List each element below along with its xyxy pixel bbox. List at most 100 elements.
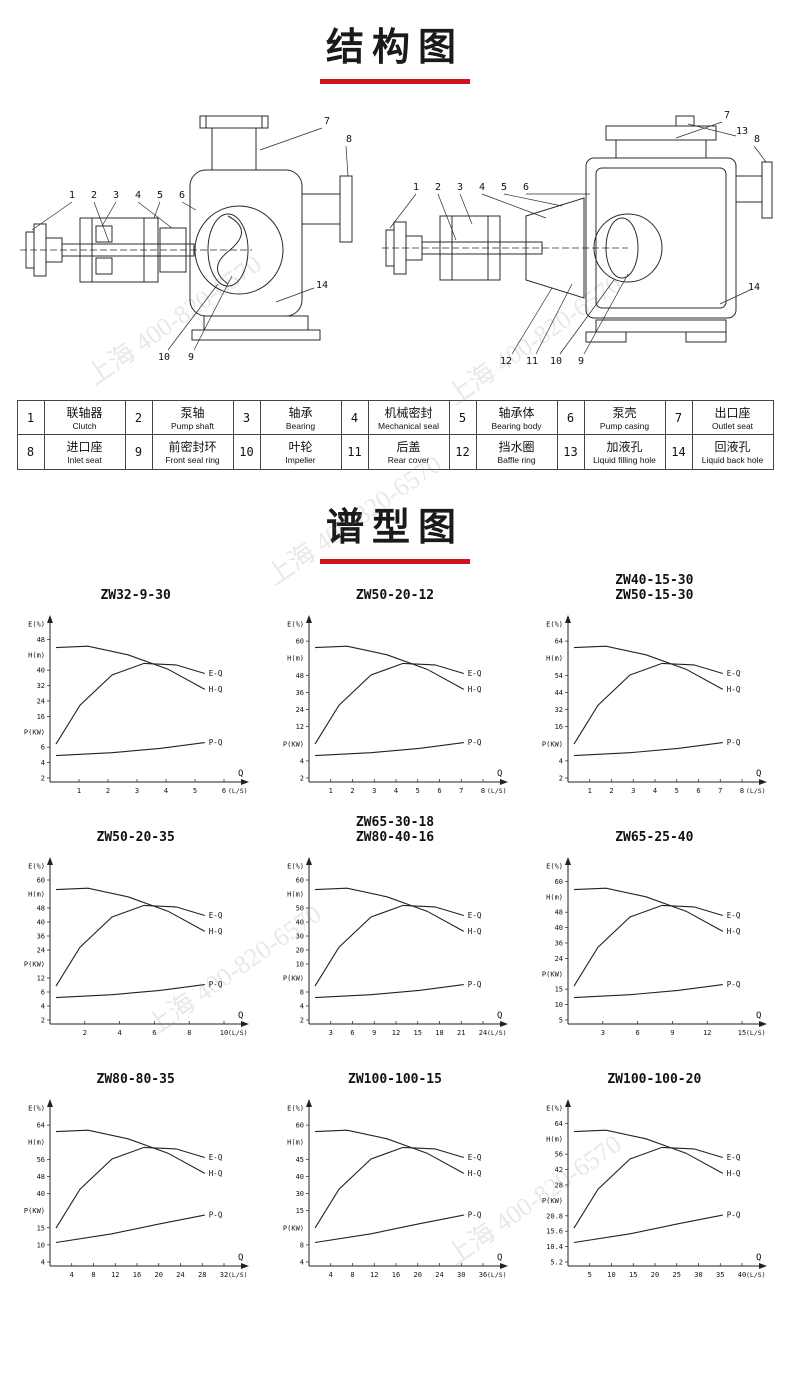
- svg-text:60: 60: [296, 876, 304, 884]
- svg-text:10: 10: [555, 1001, 563, 1009]
- svg-text:H-Q: H-Q: [208, 685, 222, 694]
- svg-text:P-Q: P-Q: [468, 980, 482, 989]
- svg-text:H(m): H(m): [287, 890, 304, 898]
- svg-text:P(KW): P(KW): [283, 1224, 304, 1232]
- svg-text:20: 20: [296, 946, 304, 954]
- svg-text:15.6: 15.6: [546, 1227, 563, 1235]
- svg-text:E(%): E(%): [546, 1104, 563, 1112]
- chart-title: ZW50-20-12: [355, 588, 435, 604]
- svg-text:E-Q: E-Q: [468, 1153, 482, 1162]
- svg-text:6: 6: [636, 1029, 640, 1037]
- svg-text:P-Q: P-Q: [208, 738, 222, 747]
- svg-text:3: 3: [601, 1029, 605, 1037]
- svg-text:24: 24: [435, 1271, 443, 1279]
- svg-text:H(m): H(m): [546, 893, 563, 901]
- svg-text:P-Q: P-Q: [727, 1210, 741, 1219]
- svg-text:P(KW): P(KW): [542, 1197, 563, 1205]
- callout-number: 1: [413, 182, 419, 193]
- callout-number: 1: [69, 190, 75, 201]
- svg-text:2: 2: [300, 1016, 304, 1024]
- svg-text:9: 9: [671, 1029, 675, 1037]
- spectrum-title-text: 谱型图: [325, 506, 464, 549]
- svg-text:12: 12: [392, 1029, 400, 1037]
- svg-text:5: 5: [559, 1016, 563, 1024]
- svg-text:64: 64: [555, 637, 563, 645]
- svg-text:4: 4: [394, 787, 398, 795]
- svg-text:Q: Q: [497, 1253, 502, 1263]
- svg-text:44: 44: [555, 689, 563, 697]
- callout-number: 2: [91, 190, 97, 201]
- svg-text:48: 48: [555, 908, 563, 916]
- svg-text:6: 6: [40, 988, 44, 996]
- callout-number: 7: [324, 116, 330, 127]
- svg-text:H-Q: H-Q: [727, 927, 741, 936]
- svg-text:15: 15: [296, 1207, 304, 1215]
- callout-number: 6: [523, 182, 529, 193]
- svg-text:E-Q: E-Q: [468, 911, 482, 920]
- svg-text:6: 6: [40, 743, 44, 751]
- svg-text:(L/S): (L/S): [487, 1271, 507, 1279]
- svg-text:(L/S): (L/S): [228, 787, 248, 795]
- svg-text:P(KW): P(KW): [542, 740, 563, 748]
- svg-text:40: 40: [296, 1173, 304, 1181]
- svg-text:P(KW): P(KW): [283, 974, 304, 982]
- svg-text:16: 16: [132, 1271, 140, 1279]
- pump-cross-section-right: 1 2 3 4 5 6 7 8 9 10 11 12 13 14: [382, 110, 773, 367]
- svg-text:36: 36: [555, 939, 563, 947]
- svg-text:7: 7: [718, 787, 722, 795]
- svg-text:E(%): E(%): [546, 862, 563, 870]
- svg-text:H-Q: H-Q: [208, 927, 222, 936]
- callout-number: 14: [748, 282, 760, 293]
- svg-text:E(%): E(%): [287, 1104, 304, 1112]
- structure-title-text: 结构图: [325, 27, 464, 69]
- callout-number: 13: [736, 126, 748, 137]
- part-number: 9: [124, 434, 153, 470]
- svg-text:7: 7: [459, 787, 463, 795]
- svg-text:48: 48: [36, 1173, 44, 1181]
- svg-text:10: 10: [36, 1241, 44, 1249]
- svg-text:30: 30: [457, 1271, 465, 1279]
- svg-text:(L/S): (L/S): [746, 1271, 766, 1279]
- svg-text:48: 48: [36, 636, 44, 644]
- svg-text:16: 16: [555, 723, 563, 731]
- svg-text:E-Q: E-Q: [208, 669, 222, 678]
- svg-text:21: 21: [457, 1029, 465, 1037]
- callout-number: 10: [550, 356, 562, 367]
- svg-text:64: 64: [555, 1120, 563, 1128]
- part-number: 12: [448, 434, 477, 470]
- svg-text:4: 4: [40, 1258, 44, 1266]
- callout-number: 2: [435, 182, 441, 193]
- svg-text:60: 60: [296, 637, 304, 645]
- svg-text:H-Q: H-Q: [468, 685, 482, 694]
- svg-text:Q: Q: [756, 1253, 761, 1263]
- svg-text:4: 4: [40, 759, 44, 767]
- svg-text:50: 50: [296, 904, 304, 912]
- svg-text:H(m): H(m): [546, 654, 563, 662]
- svg-text:P-Q: P-Q: [468, 738, 482, 747]
- svg-text:12: 12: [296, 723, 304, 731]
- svg-text:48: 48: [36, 904, 44, 912]
- svg-text:P-Q: P-Q: [727, 980, 741, 989]
- callout-number: 8: [346, 134, 352, 145]
- chart-title: ZW100-100-20: [607, 1072, 702, 1088]
- svg-text:4: 4: [117, 1029, 121, 1037]
- svg-text:E-Q: E-Q: [727, 669, 741, 678]
- svg-text:15: 15: [414, 1029, 422, 1037]
- svg-text:24: 24: [479, 1029, 487, 1037]
- svg-text:18: 18: [435, 1029, 443, 1037]
- svg-text:2: 2: [106, 787, 110, 795]
- callout-number: 10: [158, 352, 170, 363]
- chart-title: ZW32-9-30: [100, 588, 171, 604]
- svg-text:P-Q: P-Q: [727, 738, 741, 747]
